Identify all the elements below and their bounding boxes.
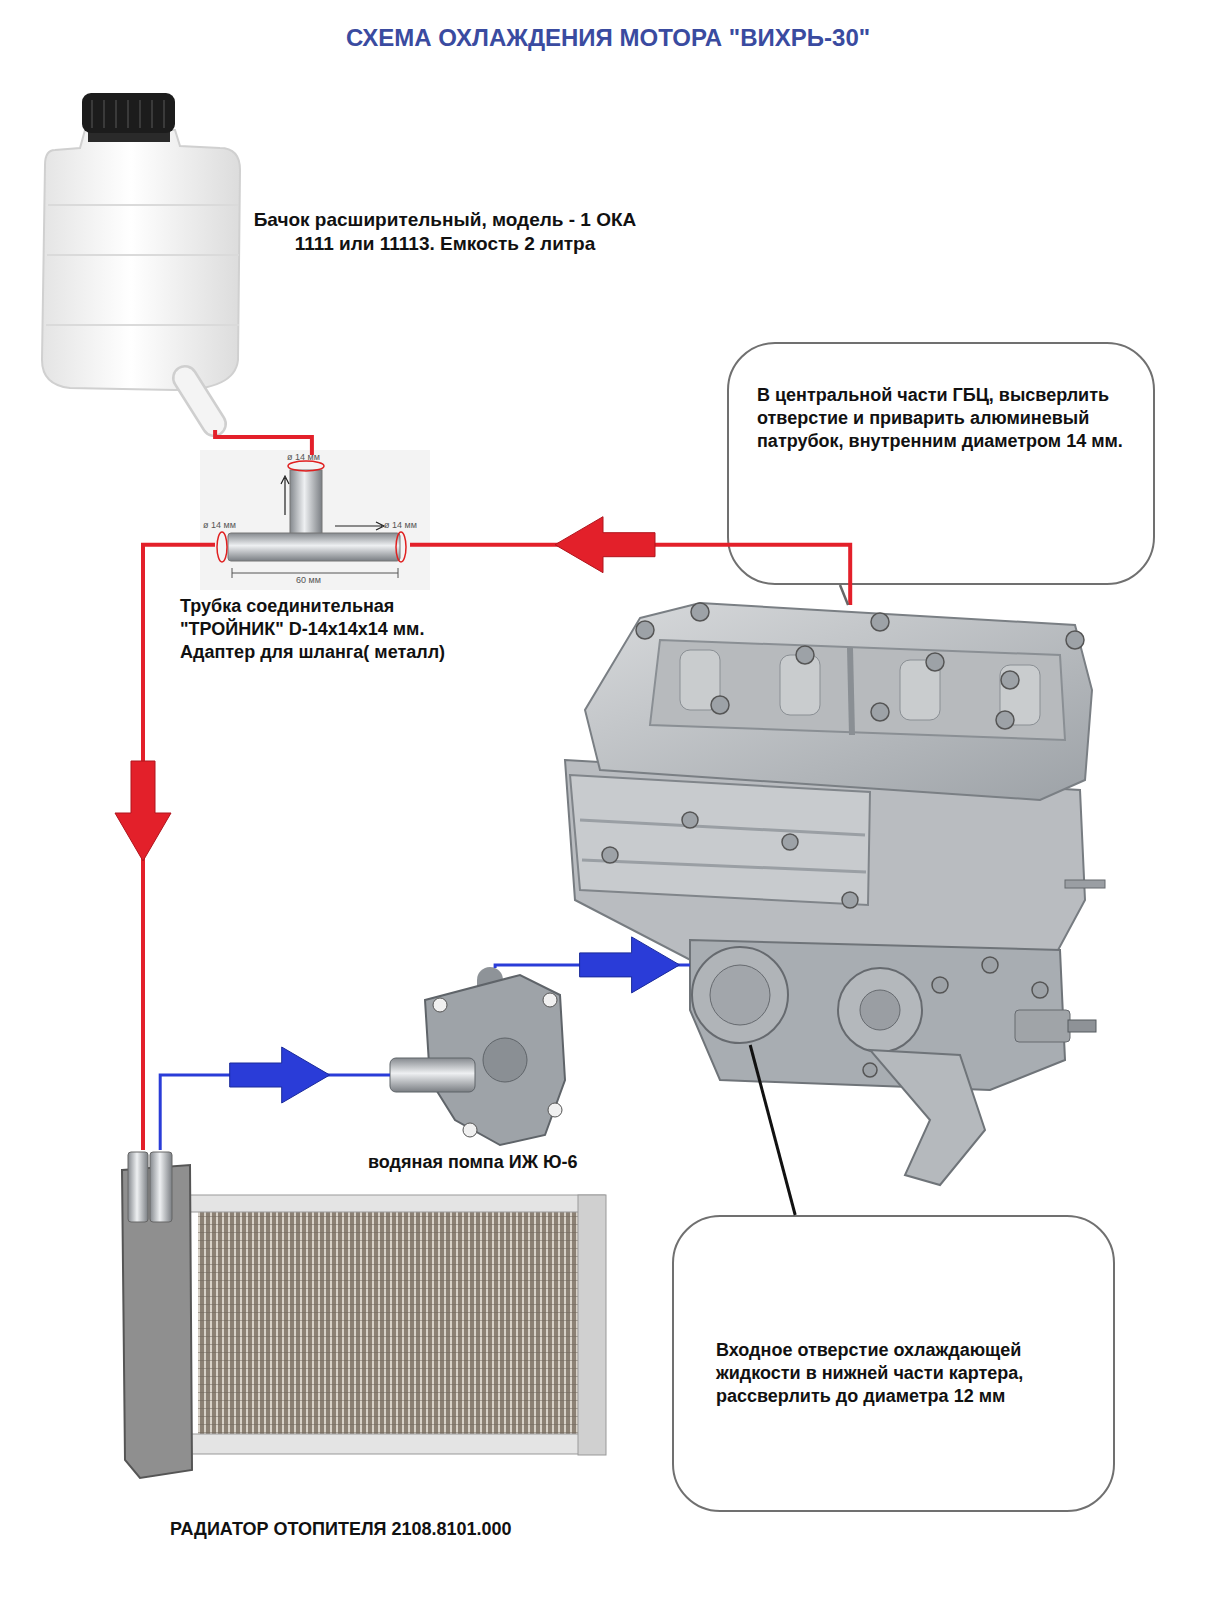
node-label: Трубка соединительная "ТРОЙНИК" D-14x14x…: [180, 595, 500, 664]
engine-part-part: [1032, 982, 1048, 998]
flow-arrowhead: [115, 761, 171, 861]
tee-adapter: [200, 450, 430, 590]
water-pump-part-part: [548, 1103, 562, 1117]
engine-part: [690, 940, 1065, 1090]
engine-part: [1068, 1020, 1096, 1032]
node-label: водяная помпа ИЖ Ю-6: [368, 1151, 628, 1174]
engine-part-part: [602, 847, 618, 863]
expansion-tank-part: [46, 205, 239, 325]
tee-adapter-part: [228, 533, 400, 561]
flow-arrowhead: [555, 517, 655, 573]
water-pump-part: [390, 1058, 475, 1092]
flow-connector: [495, 937, 690, 993]
flow-arrowhead: [580, 937, 680, 993]
engine-part-part: [932, 977, 948, 993]
engine-part-part: [863, 1063, 877, 1077]
engine-part-part: [1001, 671, 1019, 689]
engine-part-part: [871, 703, 889, 721]
tee-adapter-part: [281, 476, 384, 530]
flow-connector: [750, 1045, 795, 1215]
engine-part: [585, 603, 1092, 800]
tee-adapter-part: [217, 532, 227, 562]
dimension-label: 60 мм: [296, 575, 321, 585]
water-pump-part: [483, 1038, 527, 1082]
engine-part: [838, 968, 922, 1052]
heater-radiator-part: [150, 1152, 172, 1222]
water-pump-part-part: [463, 1123, 477, 1137]
engine-part-part: [682, 812, 698, 828]
flow-arrowhead: [230, 1047, 330, 1103]
heater-radiator: [122, 1152, 606, 1478]
expansion-tank-part: [82, 93, 175, 133]
engine-part: [710, 965, 770, 1025]
expansion-tank-node: Бачок расширительный, модель - 1 ОКА 111…: [40, 90, 245, 430]
flow-connector: [215, 430, 312, 455]
flow-line: [495, 965, 690, 968]
tee-adapter-part: [396, 532, 406, 562]
flow-line: [215, 430, 312, 455]
engine-part: [580, 820, 866, 872]
engine-part: [860, 990, 900, 1030]
heater-radiator-part: [190, 1434, 605, 1454]
expansion-tank-part: [92, 100, 164, 128]
flow-connector: [840, 585, 848, 605]
engine-part: [1015, 1010, 1070, 1042]
engine-part: [692, 947, 788, 1043]
flow-connector: [160, 1047, 390, 1150]
engine-part: [570, 775, 870, 905]
dimension-label: ø 14 мм: [203, 520, 236, 530]
heater-radiator-part: [190, 1195, 605, 1212]
engine-part-part: [711, 696, 729, 714]
water-pump: [390, 975, 565, 1145]
flow-line: [750, 1045, 795, 1215]
engine-part-part: [691, 603, 709, 621]
expansion-tank: [42, 93, 240, 424]
flow-line: [160, 1075, 390, 1150]
water-pump-part-part: [433, 998, 447, 1012]
engine-part: [650, 640, 1065, 740]
expansion-tank-part: [42, 130, 240, 390]
engine-part: [602, 603, 1084, 1077]
engine-part: [780, 655, 820, 715]
dimension-label: ø 14 мм: [287, 452, 320, 462]
node-label: Входное отверстие охлаждающей жидкости в…: [716, 1339, 1086, 1408]
node-label: Бачок расширительный, модель - 1 ОКА 111…: [245, 208, 645, 257]
tee-adapter-part: [290, 470, 322, 538]
expansion-tank-part: [185, 378, 214, 424]
dimension-label: ø 14 мм: [384, 520, 417, 530]
engine-part-part: [871, 613, 889, 631]
tee-adapter-part: [200, 450, 430, 590]
engine-part-part: [796, 646, 814, 664]
flow-line: [840, 585, 848, 605]
engine-part-part: [926, 653, 944, 671]
heater-radiator-part: [578, 1195, 606, 1455]
expansion-tank-part: [185, 378, 214, 424]
engine-part-part: [842, 892, 858, 908]
engine-part-part: [982, 957, 998, 973]
diagram-title: СХЕМА ОХЛАЖДЕНИЯ МОТОРА "ВИХРЬ-30": [0, 24, 1216, 52]
water-pump-node: водяная помпа ИЖ Ю-6: [390, 968, 560, 1140]
engine-part: [850, 648, 852, 735]
engine-part: [1065, 880, 1105, 888]
engine-part-part: [782, 834, 798, 850]
callout-bubble: В центральной части ГБЦ, высверлить отве…: [727, 342, 1155, 585]
engine: [565, 603, 1105, 1185]
engine-part-part: [996, 711, 1014, 729]
water-pump-part-part: [543, 993, 557, 1007]
heater-radiator-part: [128, 1152, 148, 1222]
tee-adapter-part: [288, 461, 324, 471]
node-label: В центральной части ГБЦ, высверлить отве…: [757, 384, 1142, 453]
engine-part-part: [636, 621, 654, 639]
tee-adapter-node: Трубка соединительная "ТРОЙНИК" D-14x14x…: [215, 455, 410, 585]
heater-radiator-part: [198, 1212, 578, 1434]
node-label: РАДИАТОР ОТОПИТЕЛЯ 2108.8101.000: [170, 1518, 590, 1541]
radiator-node: РАДИАТОР ОТОПИТЕЛЯ 2108.8101.000: [120, 1150, 610, 1480]
engine-part-part: [1066, 631, 1084, 649]
engine-part: [870, 1050, 985, 1185]
callout-bubble: Входное отверстие охлаждающей жидкости в…: [672, 1215, 1115, 1512]
engine-node: [690, 605, 1105, 1045]
